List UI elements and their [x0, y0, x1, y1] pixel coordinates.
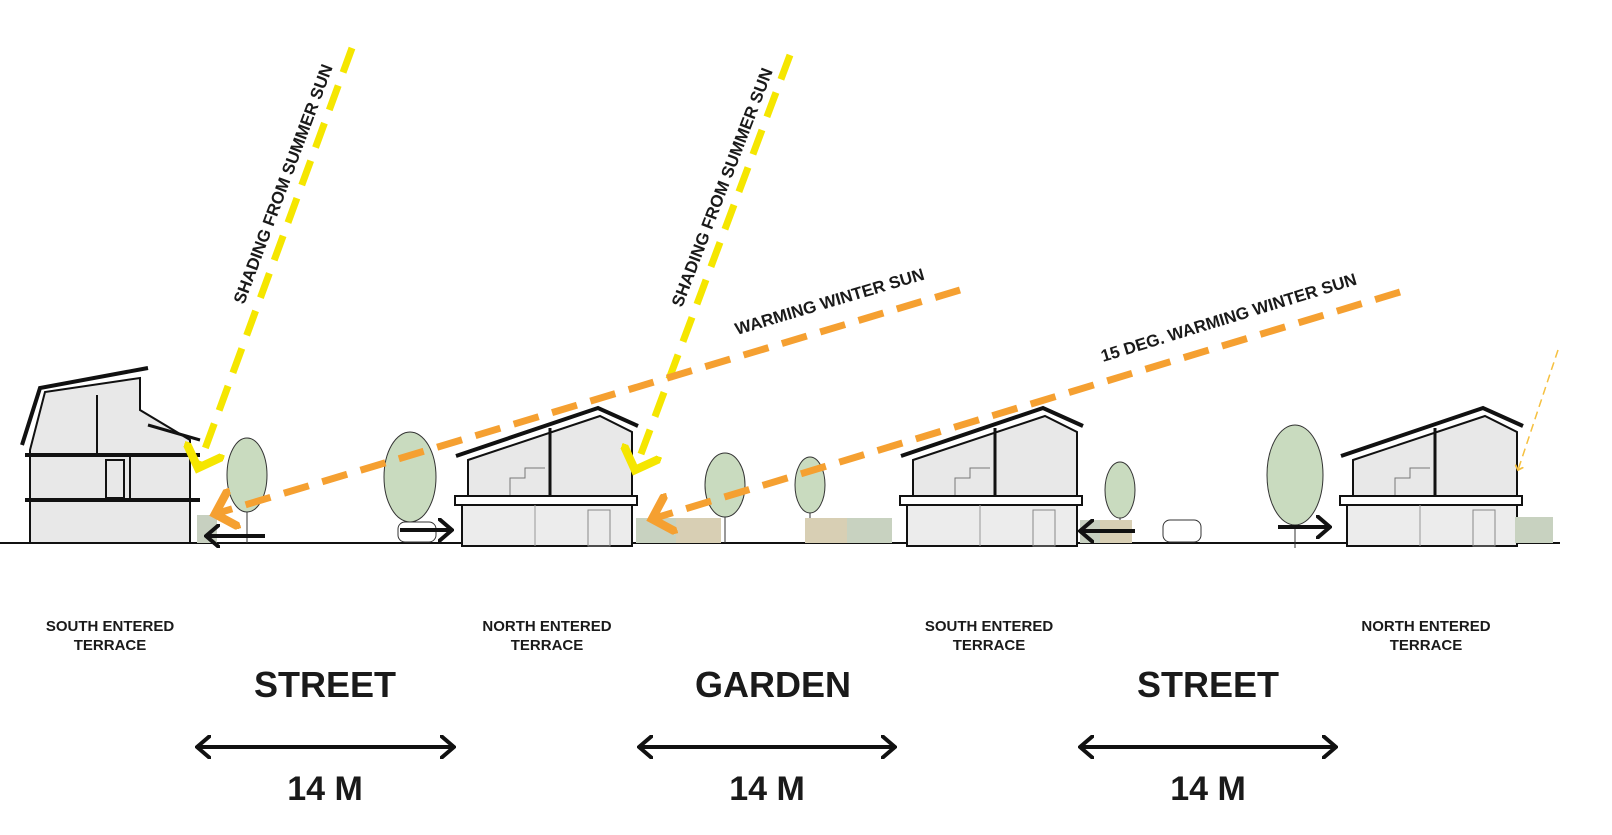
building-south-entered-1 [20, 366, 201, 544]
building-label: NORTH ENTERED TERRACE [482, 618, 611, 654]
summer-sun-ray-2 [635, 53, 794, 470]
summer-sun-label-1: SHADING FROM SUMMER SUN [230, 62, 337, 307]
building-south-entered-2 [900, 408, 1083, 546]
svg-text:SOUTH ENTERED: SOUTH ENTERED [925, 618, 1054, 635]
svg-text:TERRACE: TERRACE [953, 637, 1026, 654]
dimension-label: 14 M [1170, 770, 1246, 808]
building-north-entered-1 [455, 408, 638, 546]
hedge [197, 515, 217, 543]
svg-text:SOUTH ENTERED: SOUTH ENTERED [46, 618, 175, 635]
space-label-garden: GARDEN [695, 664, 851, 705]
summer-sun-ray-1 [198, 46, 356, 468]
dimension-label: 14 M [729, 770, 805, 808]
fence [805, 518, 847, 543]
tree [704, 452, 746, 543]
svg-text:NORTH ENTERED: NORTH ENTERED [1361, 618, 1490, 635]
building-label: NORTH ENTERED TERRACE [1361, 618, 1490, 654]
tree [383, 431, 437, 525]
winter-sun-ray-2 [652, 288, 1402, 519]
sun-ray-thin [1518, 349, 1559, 470]
winter-sun-ray-1 [215, 286, 962, 514]
summer-sun-label-2: SHADING FROM SUMMER SUN [668, 65, 777, 309]
hedge [636, 518, 676, 543]
space-label-street: STREET [1137, 664, 1279, 705]
tree [226, 437, 268, 543]
dimension-label: 14 M [287, 770, 363, 808]
tree [1266, 424, 1324, 548]
svg-text:TERRACE: TERRACE [1390, 637, 1463, 654]
fence [676, 518, 721, 543]
svg-text:TERRACE: TERRACE [74, 637, 147, 654]
space-label-street: STREET [254, 664, 396, 705]
hedge [1515, 517, 1553, 543]
building-label: SOUTH ENTERED TERRACE [925, 618, 1054, 654]
hedge [847, 518, 892, 543]
svg-text:TERRACE: TERRACE [511, 637, 584, 654]
svg-text:NORTH ENTERED: NORTH ENTERED [482, 618, 611, 635]
tree [1104, 461, 1136, 520]
car [1162, 519, 1202, 543]
building-label: SOUTH ENTERED TERRACE [46, 618, 175, 654]
building-north-entered-2 [1340, 408, 1523, 546]
